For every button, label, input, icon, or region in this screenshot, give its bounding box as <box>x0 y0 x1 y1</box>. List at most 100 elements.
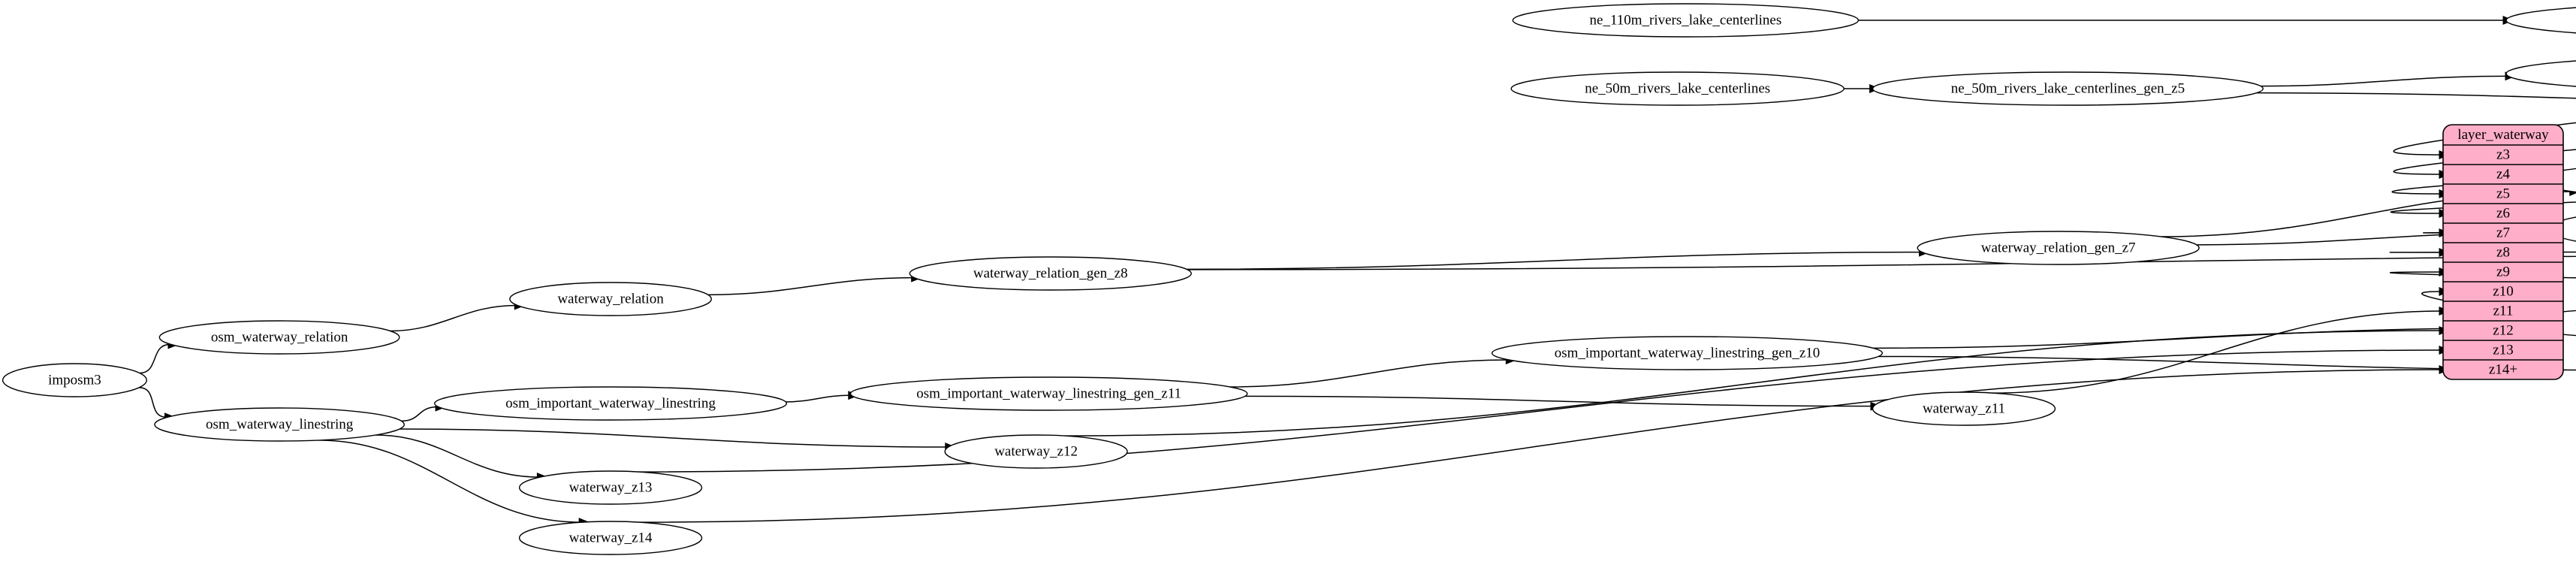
edge-imposm3-to-osm_waterway_linestring <box>139 387 167 418</box>
table-row-label-z13: z13 <box>2493 342 2513 358</box>
node-ellipse <box>154 407 405 442</box>
node-ellipse <box>2505 7 2576 34</box>
node-ne_50m_rivers_lake_centerlines_gen_z5[interactable]: ne_50m_rivers_lake_centerlines_gen_z5 <box>1872 71 2264 106</box>
table-row-cell-z10[interactable] <box>2443 282 2563 301</box>
node-ellipse <box>1917 231 2200 265</box>
table-row-label-z3: z3 <box>2496 147 2510 162</box>
edge-imposm3-to-osm_waterway_relation <box>139 343 170 374</box>
edge-osm_important_waterway_linestring_gen_z11-to-osm_important_waterway_linestring_gen_z10 <box>1229 359 1508 388</box>
edge-osm_waterway_linestring-to-waterway_z14 <box>318 440 581 523</box>
node-label: imposm3 <box>48 372 101 388</box>
node-osm_waterway_relation[interactable]: osm_waterway_relation <box>158 320 400 355</box>
node-label: waterway_relation <box>557 291 664 307</box>
edge-waterway_relation_gen_z8-to-waterway_relation_gen_z7 <box>1186 251 1921 270</box>
node-ellipse <box>434 386 788 421</box>
table-row-label-z7: z7 <box>2496 225 2510 240</box>
edge-waterway_z13-to-layer_waterway-z13 <box>638 349 2442 473</box>
node-waterway_relation_gen_z7[interactable]: waterway_relation_gen_z7 <box>1917 231 2200 265</box>
table-header-cell <box>2443 125 2563 145</box>
node-osm_important_waterway_linestring_gen_z11[interactable]: osm_important_waterway_linestring_gen_z1… <box>849 376 1248 411</box>
edge-waterway_relation-to-waterway_relation_gen_z8 <box>707 276 913 296</box>
edge-osm_important_waterway_linestring_gen_z10-to-osm_important_waterway_linestring_gen_z9 <box>1873 327 2517 349</box>
node-label: osm_important_waterway_linestring <box>505 395 716 411</box>
edge-osm_waterway_relation-to-waterway_relation <box>390 304 517 332</box>
node-ellipse <box>518 521 703 555</box>
edge-waterway_relation_gen_z8-to-waterway_z8 <box>1187 255 2576 270</box>
table-row-cell-z5[interactable] <box>2443 184 2563 204</box>
edge-ne_50m_rivers_lake_centerlines_gen_z5-to-ne_50m_rivers_lake_centerlines_gen_z4 <box>2261 75 2508 87</box>
table-row-cell-z14+[interactable] <box>2443 360 2563 379</box>
edge-waterway_z8-to-layer_waterway-z8 <box>2389 251 2576 253</box>
edge-waterway_z11-to-layer_waterway-z11 <box>1992 310 2442 394</box>
node-ne_110m_rivers_lake_centerlines_gen_z3[interactable]: ne_110m_rivers_lake_centerlines_gen_z3 <box>2505 4 2576 37</box>
node-ellipse <box>1512 3 1860 38</box>
table-row-cell-z13[interactable] <box>2443 340 2563 360</box>
node-ellipse <box>2 363 148 397</box>
table-row-label-z4: z4 <box>2496 166 2510 182</box>
node-waterway_relation_gen_z8[interactable]: waterway_relation_gen_z8 <box>909 256 1192 291</box>
node-label: waterway_relation_gen_z7 <box>1981 240 2136 255</box>
node-waterway_z11[interactable]: waterway_z11 <box>1872 391 2056 426</box>
node-osm_waterway_linestring[interactable]: osm_waterway_linestring <box>154 407 405 442</box>
node-label: waterway_z11 <box>1923 400 2005 416</box>
layer-waterway-table: layer_waterwayz3z4z5z6z7z8z9z10z11z12z13… <box>2442 124 2564 380</box>
node-ellipse <box>509 282 712 316</box>
node-osm_important_waterway_linestring[interactable]: osm_important_waterway_linestring <box>434 386 788 421</box>
node-osm_important_waterway_linestring_gen_z10[interactable]: osm_important_waterway_linestring_gen_z1… <box>1491 336 1884 370</box>
node-ne_50m_rivers_lake_centerlines[interactable]: ne_50m_rivers_lake_centerlines <box>1510 71 1845 106</box>
node-ellipse <box>909 256 1192 291</box>
node-waterway_z13[interactable]: waterway_z13 <box>518 470 703 505</box>
table-row-cell-z6[interactable] <box>2443 204 2563 223</box>
edge-osm_waterway_linestring-to-waterway_z12 <box>399 428 947 448</box>
edge-waterway_z12-to-layer_waterway-z12 <box>1064 330 2442 437</box>
table-row-label-z8: z8 <box>2496 244 2510 260</box>
nodes-layer: imposm3 osm_waterway_relation osm_waterway… <box>2 3 2576 555</box>
edge-waterway_z10-to-layer_waterway-z10 <box>2421 291 2576 324</box>
node-ellipse <box>1872 391 2056 426</box>
edge-waterway_z3-to-layer_waterway-z3 <box>2393 122 2576 156</box>
edge-waterway_z6-to-layer_waterway-z6 <box>2390 201 2576 214</box>
node-imposm3[interactable]: imposm3 <box>2 363 148 397</box>
edge-waterway_z4-to-layer_waterway-z4 <box>2393 149 2576 175</box>
node-ellipse <box>1510 71 1845 106</box>
node-ne_110m_rivers_lake_centerlines[interactable]: ne_110m_rivers_lake_centerlines <box>1512 3 1860 38</box>
node-label: ne_50m_rivers_lake_centerlines_gen_z5 <box>1951 80 2185 96</box>
edge-osm_important_waterway_linestring_gen_z11-to-waterway_z11 <box>1244 395 1872 407</box>
node-label: osm_waterway_relation <box>211 329 348 345</box>
node-label: waterway_z13 <box>569 479 653 495</box>
node-label: waterway_z12 <box>994 443 1078 459</box>
node-ellipse <box>158 320 400 355</box>
node-label: waterway_z14 <box>569 530 653 545</box>
table-title: layer_waterway <box>2457 127 2549 143</box>
node-ellipse <box>2505 60 2576 87</box>
node-label: ne_110m_rivers_lake_centerlines <box>1590 12 1782 28</box>
edge-osm_important_waterway_linestring-to-osm_important_waterway_linestring_gen_z11 <box>786 394 850 403</box>
node-label: osm_waterway_linestring <box>206 416 354 432</box>
edge-osm_waterway_linestring-to-waterway_z13 <box>376 434 539 478</box>
node-label: ne_50m_rivers_lake_centerlines <box>1585 80 1770 96</box>
node-waterway_z14[interactable]: waterway_z14 <box>518 521 703 555</box>
node-waterway_relation[interactable]: waterway_relation <box>509 282 712 316</box>
node-ne_50m_rivers_lake_centerlines_gen_z4[interactable]: ne_50m_rivers_lake_centerlines_gen_z4 <box>2505 57 2576 90</box>
edge-waterway_z14-to-layer_waterway-z14+ <box>638 369 2442 523</box>
table-outline <box>2442 124 2564 380</box>
table-row-label-z14+: z14+ <box>2489 361 2517 377</box>
edge-waterway_z5-to-layer_waterway-z5 <box>2391 175 2576 195</box>
node-ellipse <box>1872 71 2264 106</box>
node-ellipse <box>518 470 703 505</box>
table-row-label-z10: z10 <box>2493 283 2513 299</box>
table-body <box>2443 125 2563 379</box>
table-row-label-z6: z6 <box>2496 205 2510 221</box>
node-waterway_z12[interactable]: waterway_z12 <box>944 434 1128 469</box>
node-ellipse <box>944 434 1128 469</box>
edge-waterway_z7-to-layer_waterway-z7 <box>2423 231 2576 234</box>
table-row-cell-z4[interactable] <box>2443 165 2563 184</box>
table-row-cell-z11[interactable] <box>2443 301 2563 321</box>
table-row-cell-z12[interactable] <box>2443 321 2563 340</box>
node-label: waterway_relation_gen_z8 <box>973 265 1128 281</box>
table-row-cell-z3[interactable] <box>2443 145 2563 165</box>
table-row-cell-z9[interactable] <box>2443 262 2563 282</box>
table-row-cell-z7[interactable] <box>2443 223 2563 243</box>
table-row-cell-z8[interactable] <box>2443 243 2563 262</box>
